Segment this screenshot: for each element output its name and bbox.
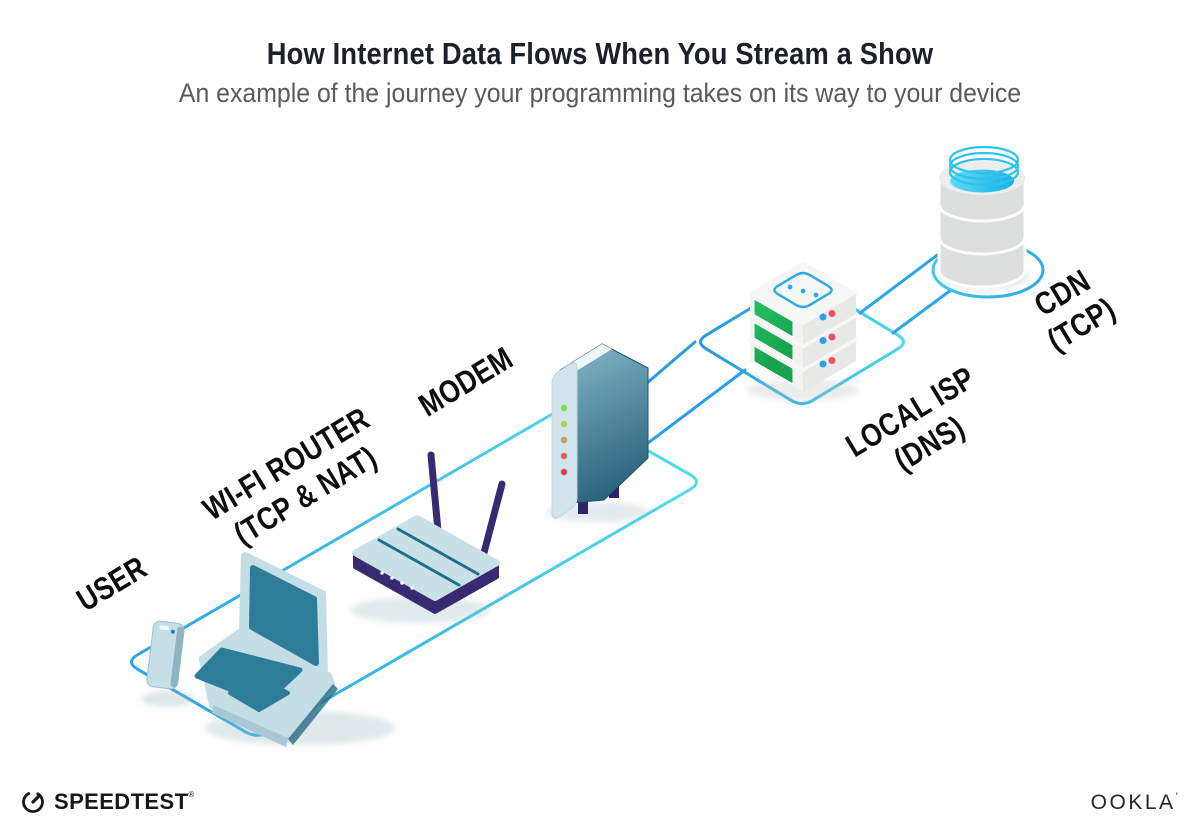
router-icon — [352, 451, 506, 614]
router-leds — [380, 571, 414, 590]
phone-icon — [146, 620, 185, 690]
page-subtitle: An example of the journey your programmi… — [178, 78, 1022, 108]
ookla-logo: OOKLA’ — [1091, 791, 1178, 815]
server-icon — [748, 261, 858, 392]
link-isp-cdn — [858, 248, 953, 335]
speedtest-trademark: ® — [188, 790, 195, 799]
ookla-wordmark-text: OOKLA — [1090, 791, 1176, 814]
laptop-icon — [194, 552, 338, 747]
page-title: How Internet Data Flows When You Stream … — [266, 36, 934, 71]
speedtest-wordmark: SPEEDTEST® — [54, 789, 195, 815]
ookla-trademark: ’ — [1175, 791, 1178, 803]
speedtest-gauge-icon — [22, 791, 44, 813]
modem-icon — [551, 343, 649, 519]
speedtest-wordmark-text: SPEEDTEST — [54, 789, 189, 814]
speedtest-logo: SPEEDTEST® — [20, 788, 195, 816]
modem-leds — [560, 404, 568, 476]
database-icon — [937, 145, 1027, 289]
